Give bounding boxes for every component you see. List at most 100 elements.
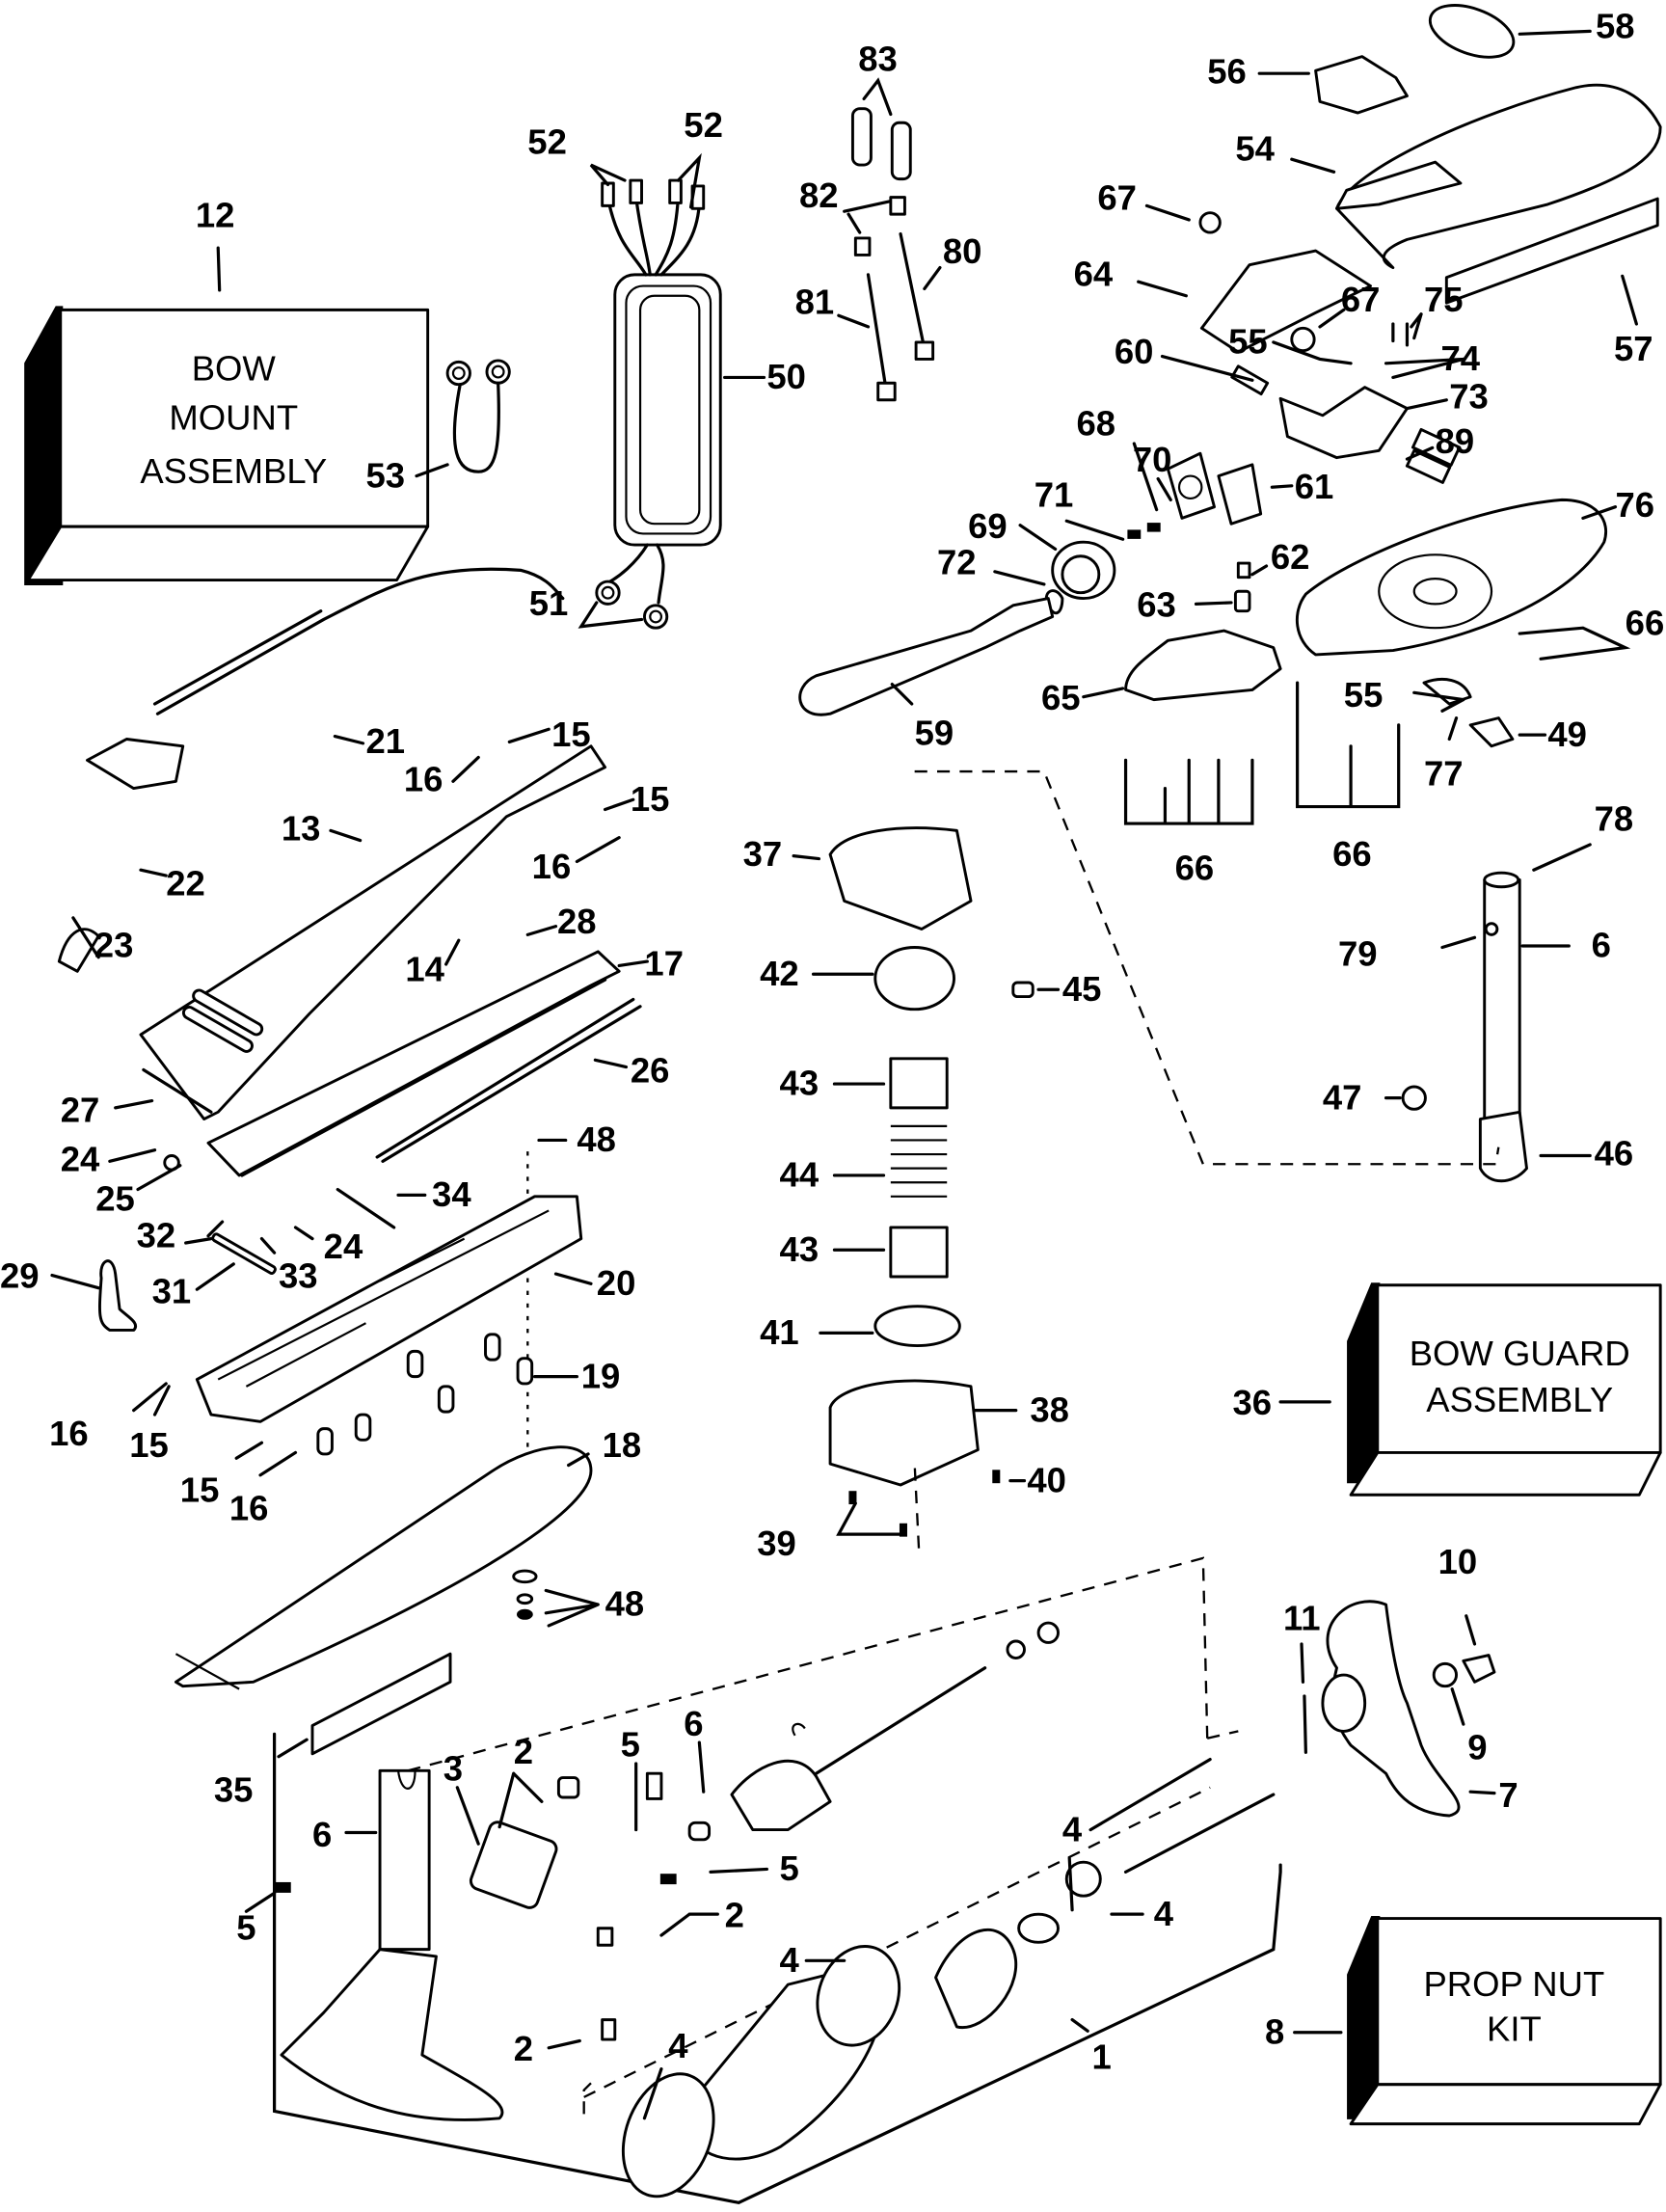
callout-68: 68 [1076, 403, 1115, 443]
callout-62: 62 [1271, 537, 1310, 577]
callout-3: 3 [443, 1749, 463, 1789]
callout-80: 80 [943, 231, 982, 271]
part-cover [1314, 4, 1662, 305]
callout-74: 74 [1440, 338, 1480, 378]
part-wire-harness [595, 178, 722, 630]
callout-52: 52 [684, 105, 723, 145]
callout-39: 39 [757, 1524, 796, 1563]
callout-2: 2 [514, 1732, 533, 1771]
callout-57: 57 [1614, 329, 1653, 368]
part-handle [798, 540, 1116, 716]
assembly-box-bow-mount[interactable]: BOW MOUNT ASSEMBLY [24, 306, 430, 586]
callout-25: 25 [95, 1178, 135, 1218]
callout-6: 6 [684, 1704, 703, 1743]
callout-6: 6 [1592, 926, 1611, 965]
part-leads [850, 107, 935, 402]
callout-6: 6 [312, 1815, 332, 1854]
callout-7: 7 [1498, 1775, 1518, 1815]
callout-48: 48 [605, 1584, 645, 1624]
callout-49: 49 [1547, 715, 1587, 754]
callout-61: 61 [1295, 467, 1334, 506]
callout-89: 89 [1436, 421, 1475, 461]
callout-18: 18 [603, 1425, 642, 1465]
callout-64: 64 [1074, 255, 1114, 294]
callout-5: 5 [621, 1725, 640, 1765]
box-front [1376, 1917, 1662, 2087]
callout-76: 76 [1615, 485, 1654, 525]
box-side-shade [1347, 1282, 1381, 1484]
callout-46: 46 [1595, 1134, 1634, 1173]
callout-23: 23 [94, 926, 134, 965]
callout-20: 20 [597, 1263, 636, 1303]
box-line: BOW GUARD [1410, 1334, 1630, 1373]
callout-72: 72 [937, 543, 977, 582]
box-bottom [26, 525, 430, 582]
callout-75: 75 [1424, 280, 1464, 319]
part-foot-pedal [57, 567, 607, 1121]
assembly-box-bow-guard[interactable]: BOW GUARD ASSEMBLY [1347, 1282, 1662, 1497]
callout-53: 53 [365, 455, 405, 495]
callout-13: 13 [282, 809, 321, 849]
box-front [59, 308, 430, 528]
callout-47: 47 [1323, 1077, 1362, 1117]
callout-5: 5 [236, 1907, 255, 1947]
box-bottom [1349, 1450, 1662, 1497]
callout-82: 82 [799, 175, 839, 215]
callout-38: 38 [1030, 1389, 1069, 1429]
callout-2: 2 [725, 1895, 744, 1934]
callout-9: 9 [1467, 1728, 1487, 1767]
callout-44: 44 [780, 1155, 820, 1195]
callout-22: 22 [166, 863, 205, 903]
box-line: KIT [1487, 2009, 1542, 2048]
part-base [98, 1195, 593, 1756]
callout-60: 60 [1115, 332, 1154, 371]
part-lower-unit [274, 1621, 1276, 2199]
callout-2: 2 [514, 2029, 533, 2068]
part-top-plate [1198, 211, 1372, 354]
callout-4: 4 [1154, 1894, 1174, 1933]
callout-15: 15 [551, 715, 591, 754]
callout-36: 36 [1232, 1383, 1272, 1422]
callout-70: 70 [1133, 440, 1172, 479]
callout-16: 16 [532, 847, 572, 886]
callout-27: 27 [61, 1090, 100, 1129]
callout-14: 14 [405, 950, 444, 989]
box-line: PROP NUT [1423, 1964, 1604, 2004]
box-line: BOW [192, 348, 277, 388]
callout-12: 12 [196, 195, 235, 234]
callout-19: 19 [581, 1356, 621, 1395]
callout-65: 65 [1041, 678, 1081, 717]
callout-21: 21 [365, 721, 405, 761]
callout-66: 66 [1626, 604, 1665, 643]
callout-55: 55 [1344, 675, 1384, 715]
callout-50: 50 [766, 357, 806, 396]
callout-79: 79 [1338, 933, 1378, 973]
callout-8: 8 [1265, 2011, 1284, 2051]
callout-35: 35 [214, 1769, 254, 1809]
callout-77: 77 [1424, 754, 1464, 794]
callout-34: 34 [432, 1174, 471, 1214]
callout-28: 28 [557, 902, 597, 941]
callout-69: 69 [968, 506, 1008, 546]
callout-15: 15 [631, 779, 670, 819]
callout-66: 66 [1175, 848, 1215, 887]
callout-66: 66 [1332, 834, 1372, 874]
callout-15: 15 [180, 1470, 220, 1510]
callout-63: 63 [1137, 585, 1176, 625]
callout-51: 51 [529, 583, 569, 623]
callout-52: 52 [527, 121, 567, 161]
part-pedal-frame [142, 950, 642, 1229]
part-steering-stack [828, 826, 1035, 1537]
assembly-box-prop-nut-kit[interactable]: PROP NUT KIT [1347, 1915, 1662, 2126]
callout-15: 15 [129, 1425, 169, 1465]
box-line: ASSEMBLY [1426, 1380, 1613, 1419]
callout-59: 59 [915, 713, 954, 752]
callout-10: 10 [1438, 1542, 1478, 1581]
callout-67: 67 [1097, 178, 1137, 218]
part-ground-wire [445, 359, 511, 473]
part-housing [1124, 498, 1607, 748]
callout-55: 55 [1228, 322, 1268, 362]
callout-26: 26 [631, 1051, 670, 1091]
